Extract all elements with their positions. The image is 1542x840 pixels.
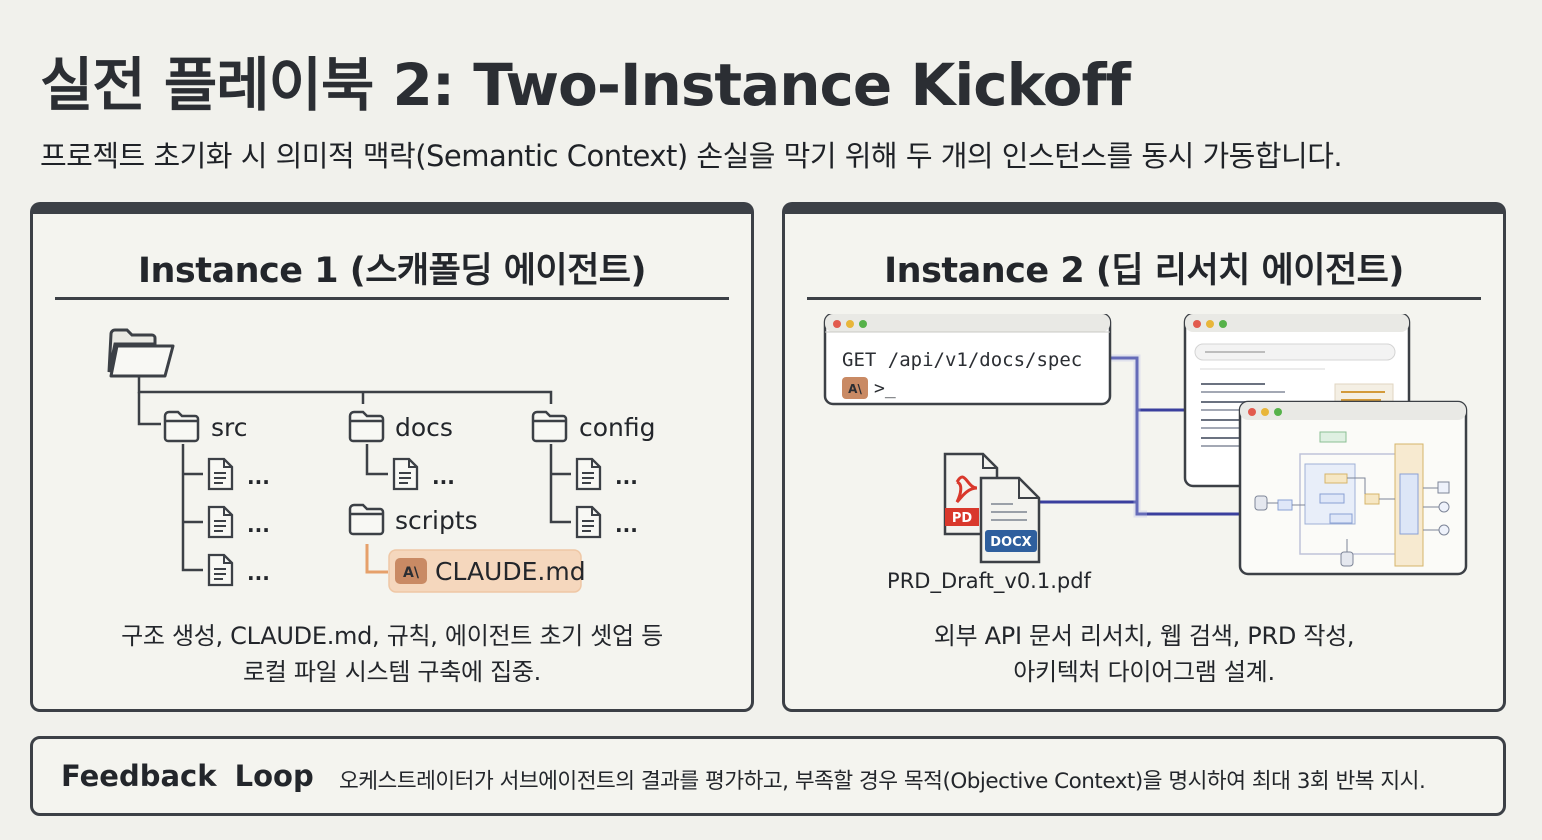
file-icon xyxy=(575,505,602,539)
window-minimize-dot xyxy=(846,320,854,328)
anthropic-logo-text: A\ xyxy=(403,565,420,581)
anthropic-logo-icon xyxy=(842,377,868,399)
pdf-badge: PD xyxy=(952,511,973,526)
feedback-loop-bar: Feedback Loop 오케스트레이터가 서브에이전트의 결과를 평가하고,… xyxy=(30,736,1506,816)
file-icon xyxy=(207,553,234,587)
description-line: 아키텍처 다이어그램 설계. xyxy=(1013,658,1275,686)
architecture-diagram-window xyxy=(1238,400,1468,576)
terminal-prompt: >_ xyxy=(874,378,896,399)
file-icon xyxy=(207,505,234,539)
prd-filename: PRD_Draft_v0.1.pdf xyxy=(887,569,1092,594)
window-close-dot xyxy=(833,320,841,328)
instance-2-panel: Instance 2 (딥 리서치 에이전트) GET /api/v1/docs… xyxy=(782,202,1506,712)
heading-divider xyxy=(55,297,729,300)
description-line: 로컬 파일 시스템 구축에 집중. xyxy=(242,658,541,686)
docx-file-icon: DOCX xyxy=(979,476,1041,564)
terminal-badge: A\ xyxy=(848,382,862,396)
folder-icon xyxy=(348,503,385,536)
file-icon xyxy=(575,457,602,491)
folder-config-label: config xyxy=(579,413,656,442)
ellipsis: ... xyxy=(615,465,638,489)
description-line: 구조 생성, CLAUDE.md, 규칙, 에이전트 초기 셋업 등 xyxy=(121,622,663,650)
folder-tree-diagram: src ... ... ... docs ... scripts A\ CLAU… xyxy=(107,328,656,593)
heading-divider xyxy=(807,297,1481,300)
claude-md-highlight xyxy=(388,549,582,593)
feedback-loop-text: 오케스트레이터가 서브에이전트의 결과를 평가하고, 부족할 경우 목적(Obj… xyxy=(339,769,1426,794)
window-maximize-dot xyxy=(859,320,867,328)
folder-open-icon xyxy=(107,328,175,378)
instance-1-panel: Instance 1 (스캐폴딩 에이전트) xyxy=(30,202,754,712)
ellipsis: ... xyxy=(247,465,270,489)
page-title: 실전 플레이북 2: Two-Instance Kickoff xyxy=(40,51,1131,119)
docx-badge: DOCX xyxy=(990,535,1031,550)
ellipsis: ... xyxy=(247,513,270,537)
page-subtitle: 프로젝트 초기화 시 의미적 맥락(Semantic Context) 손실을 … xyxy=(40,139,1343,173)
folder-scripts-label: scripts xyxy=(395,506,478,535)
folder-src-label: src xyxy=(211,413,248,442)
folder-icon xyxy=(531,410,568,443)
instance-2-description: 외부 API 문서 리서치, 웹 검색, PRD 작성, 아키텍처 다이어그램 … xyxy=(785,618,1503,690)
folder-docs-label: docs xyxy=(395,413,453,442)
research-diagram: GET /api/v1/docs/spec A\ >_ xyxy=(823,314,1468,594)
instance-1-description: 구조 생성, CLAUDE.md, 규칙, 에이전트 초기 셋업 등 로컬 파일… xyxy=(33,618,751,690)
feedback-loop-label: Feedback Loop xyxy=(61,759,314,793)
ellipsis: ... xyxy=(247,561,270,585)
connector-lines xyxy=(1037,356,1240,516)
claude-md-label: CLAUDE.md xyxy=(435,557,586,586)
ellipsis: ... xyxy=(432,465,455,489)
instance-2-heading: Instance 2 (딥 리서치 에이전트) xyxy=(884,251,1404,291)
folder-icon xyxy=(163,410,200,443)
ellipsis: ... xyxy=(615,513,638,537)
terminal-window: GET /api/v1/docs/spec A\ >_ xyxy=(823,314,1112,406)
file-icon xyxy=(392,457,419,491)
instance-1-heading: Instance 1 (스캐폴딩 에이전트) xyxy=(137,251,647,291)
file-icon xyxy=(207,457,234,491)
anthropic-logo-icon xyxy=(395,558,427,584)
tree-connectors xyxy=(137,362,571,572)
description-line: 외부 API 문서 리서치, 웹 검색, PRD 작성, xyxy=(933,622,1355,650)
claude-md-connector xyxy=(365,544,388,574)
folder-icon xyxy=(348,410,385,443)
terminal-command: GET /api/v1/docs/spec xyxy=(842,349,1082,371)
